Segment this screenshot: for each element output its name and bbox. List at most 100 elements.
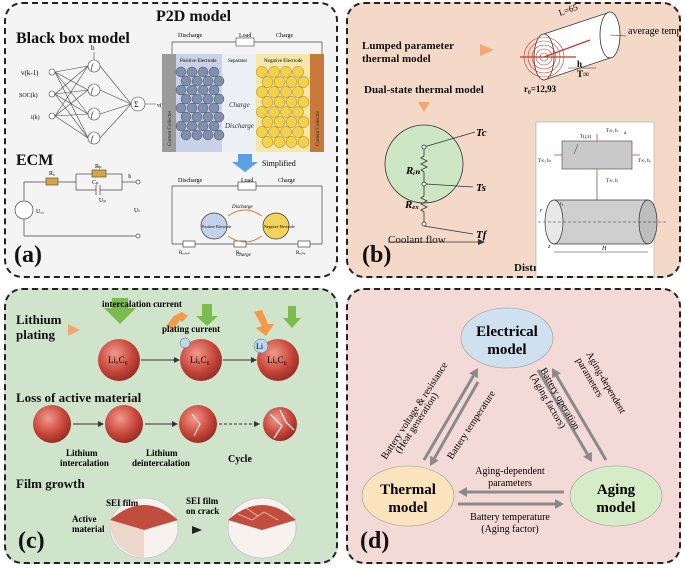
sei-film-label: SEI film bbox=[106, 498, 139, 508]
panel-a-drawing: v(k-1) SOC(k) i(k) v(k) b f f f f Σ bbox=[14, 33, 324, 258]
positive-particle bbox=[175, 102, 187, 114]
positive-particle bbox=[180, 75, 192, 87]
coolant-label: Coolant flow bbox=[388, 234, 446, 246]
positive-particle bbox=[175, 120, 187, 132]
positive-particle bbox=[208, 84, 220, 96]
aging-label-1: Aging bbox=[597, 482, 636, 498]
panel-b-tag: (b) bbox=[362, 242, 392, 268]
plating-current-arrow bbox=[166, 312, 188, 330]
negative-particle bbox=[285, 136, 298, 148]
sei-sphere-1 bbox=[109, 497, 179, 559]
plating-arrow bbox=[68, 324, 80, 336]
positive-particle bbox=[186, 84, 198, 96]
grid-r0: r₀ bbox=[560, 202, 564, 207]
simplified-arrow bbox=[232, 154, 258, 172]
deintercalation-label-1: Lithium bbox=[146, 448, 178, 458]
panel-c: Lithium plating Loss of active material … bbox=[4, 288, 338, 564]
ecm-ut: Uₜ bbox=[134, 208, 140, 214]
arrow-electrical-to-thermal-head bbox=[430, 455, 439, 466]
positive-particle bbox=[213, 93, 225, 105]
nn-sum: Σ bbox=[134, 100, 139, 109]
p2d-positive-label: Positive Electrode bbox=[180, 59, 217, 64]
ecm-r0: R₀ bbox=[49, 171, 55, 177]
tf-label: Tf bbox=[476, 229, 488, 241]
positive-particle bbox=[213, 111, 225, 123]
p2d-c-bottom: Charge bbox=[236, 253, 252, 258]
grid-tinf-l: T∞, hₗ bbox=[538, 159, 551, 164]
arrow-aging-to-thermal-head bbox=[458, 487, 467, 497]
grid-tinf-h2: T∞, h bbox=[606, 179, 618, 184]
orange-arrow-down bbox=[418, 102, 430, 112]
plating-current-label: plating current bbox=[162, 324, 220, 334]
negative-particle bbox=[261, 116, 274, 128]
electrical-label-1: Electrical bbox=[476, 324, 538, 340]
h-label: h bbox=[577, 59, 582, 69]
positive-particle bbox=[208, 66, 220, 78]
particle-2 bbox=[180, 339, 222, 381]
positive-particle bbox=[202, 75, 214, 87]
grid-tz: T(r,z) bbox=[580, 135, 592, 140]
positive-particle bbox=[202, 93, 214, 105]
p2d-simplified-circuit bbox=[171, 181, 323, 248]
arrow-thermal-to-electrical bbox=[422, 375, 475, 461]
p2d-bottom-load: Load bbox=[241, 178, 253, 184]
p2d-cc-right: Current Collector bbox=[316, 111, 321, 146]
p2d-d-top: Discharge bbox=[231, 205, 253, 210]
dual-state-cell bbox=[384, 124, 464, 204]
positive-particle bbox=[191, 129, 203, 141]
intercalation-current-label: intercalation current bbox=[102, 299, 182, 309]
tinf-label: T∞ bbox=[577, 69, 589, 79]
black-box-title: Black box model bbox=[16, 30, 130, 47]
distributed-block bbox=[561, 140, 633, 170]
positive-particle bbox=[213, 75, 225, 87]
aging-label-2: model bbox=[596, 500, 635, 516]
positive-particle bbox=[191, 93, 203, 105]
grid-a: a bbox=[624, 131, 627, 136]
length-label: L=65 bbox=[557, 2, 579, 18]
loss-particle-1 bbox=[33, 405, 71, 443]
distributed-cylinder bbox=[538, 199, 668, 245]
p2d-separator-label: Separator bbox=[228, 59, 247, 64]
p2d-r-right: Rₑ,ₙₑ bbox=[296, 251, 306, 256]
particle-1-label: LiₓC₆ bbox=[108, 355, 128, 365]
sei-crack-label-1: SEI film bbox=[186, 496, 219, 506]
film-title: Film growth bbox=[16, 476, 85, 491]
grid-tinf-h: T∞, h bbox=[606, 129, 618, 134]
negative-particle bbox=[273, 76, 286, 88]
p2d-bottom-discharge: Discharge bbox=[178, 178, 203, 184]
thermal-label-2: model bbox=[388, 500, 427, 516]
loss-title: Loss of active material bbox=[16, 390, 142, 405]
negative-particle bbox=[261, 76, 274, 88]
negative-particle bbox=[280, 86, 292, 98]
active-label-1: Active bbox=[72, 514, 97, 524]
ecm-i: Iₗ bbox=[128, 174, 132, 180]
arrow-thermal-to-aging-head bbox=[555, 499, 564, 509]
negative-particle bbox=[268, 126, 280, 138]
particle-1 bbox=[98, 339, 140, 381]
negative-particle bbox=[268, 106, 280, 118]
nn-bias: b bbox=[91, 44, 95, 52]
particle-3-label: LiₓC₆ bbox=[267, 355, 287, 365]
negative-particle bbox=[280, 66, 292, 78]
bottom-top-label-1: Aging-dependent bbox=[475, 466, 545, 477]
avg-temp-label: average temperature bbox=[628, 26, 681, 37]
rex-label: Rₑₓ bbox=[404, 199, 419, 211]
panel-c-tag: (c) bbox=[18, 528, 45, 554]
negative-particle bbox=[292, 66, 304, 78]
panel-a-tag: (a) bbox=[14, 242, 42, 268]
p2d-negative-label: Negative Electrode bbox=[264, 59, 303, 64]
arrow-electrical-to-aging-head bbox=[583, 451, 592, 462]
orange-arrow-right bbox=[480, 44, 494, 56]
ecm-up: Uₚ bbox=[99, 198, 106, 204]
grid-H: H bbox=[601, 246, 607, 252]
positive-particle bbox=[197, 66, 209, 78]
positive-particle bbox=[180, 111, 192, 123]
radius-label: r₀=12,93 bbox=[524, 84, 557, 94]
thermal-label-1: Thermal bbox=[380, 482, 436, 498]
negative-particle bbox=[292, 86, 304, 98]
panel-b: Lumped parameter thermal model Dual-stat… bbox=[346, 2, 681, 278]
arrow-electrical-to-aging bbox=[536, 369, 589, 455]
grid-r: r bbox=[540, 208, 543, 214]
thermal-resistance-network bbox=[420, 131, 476, 235]
p2d-pos-electrode: Positive Electrode bbox=[202, 224, 231, 229]
